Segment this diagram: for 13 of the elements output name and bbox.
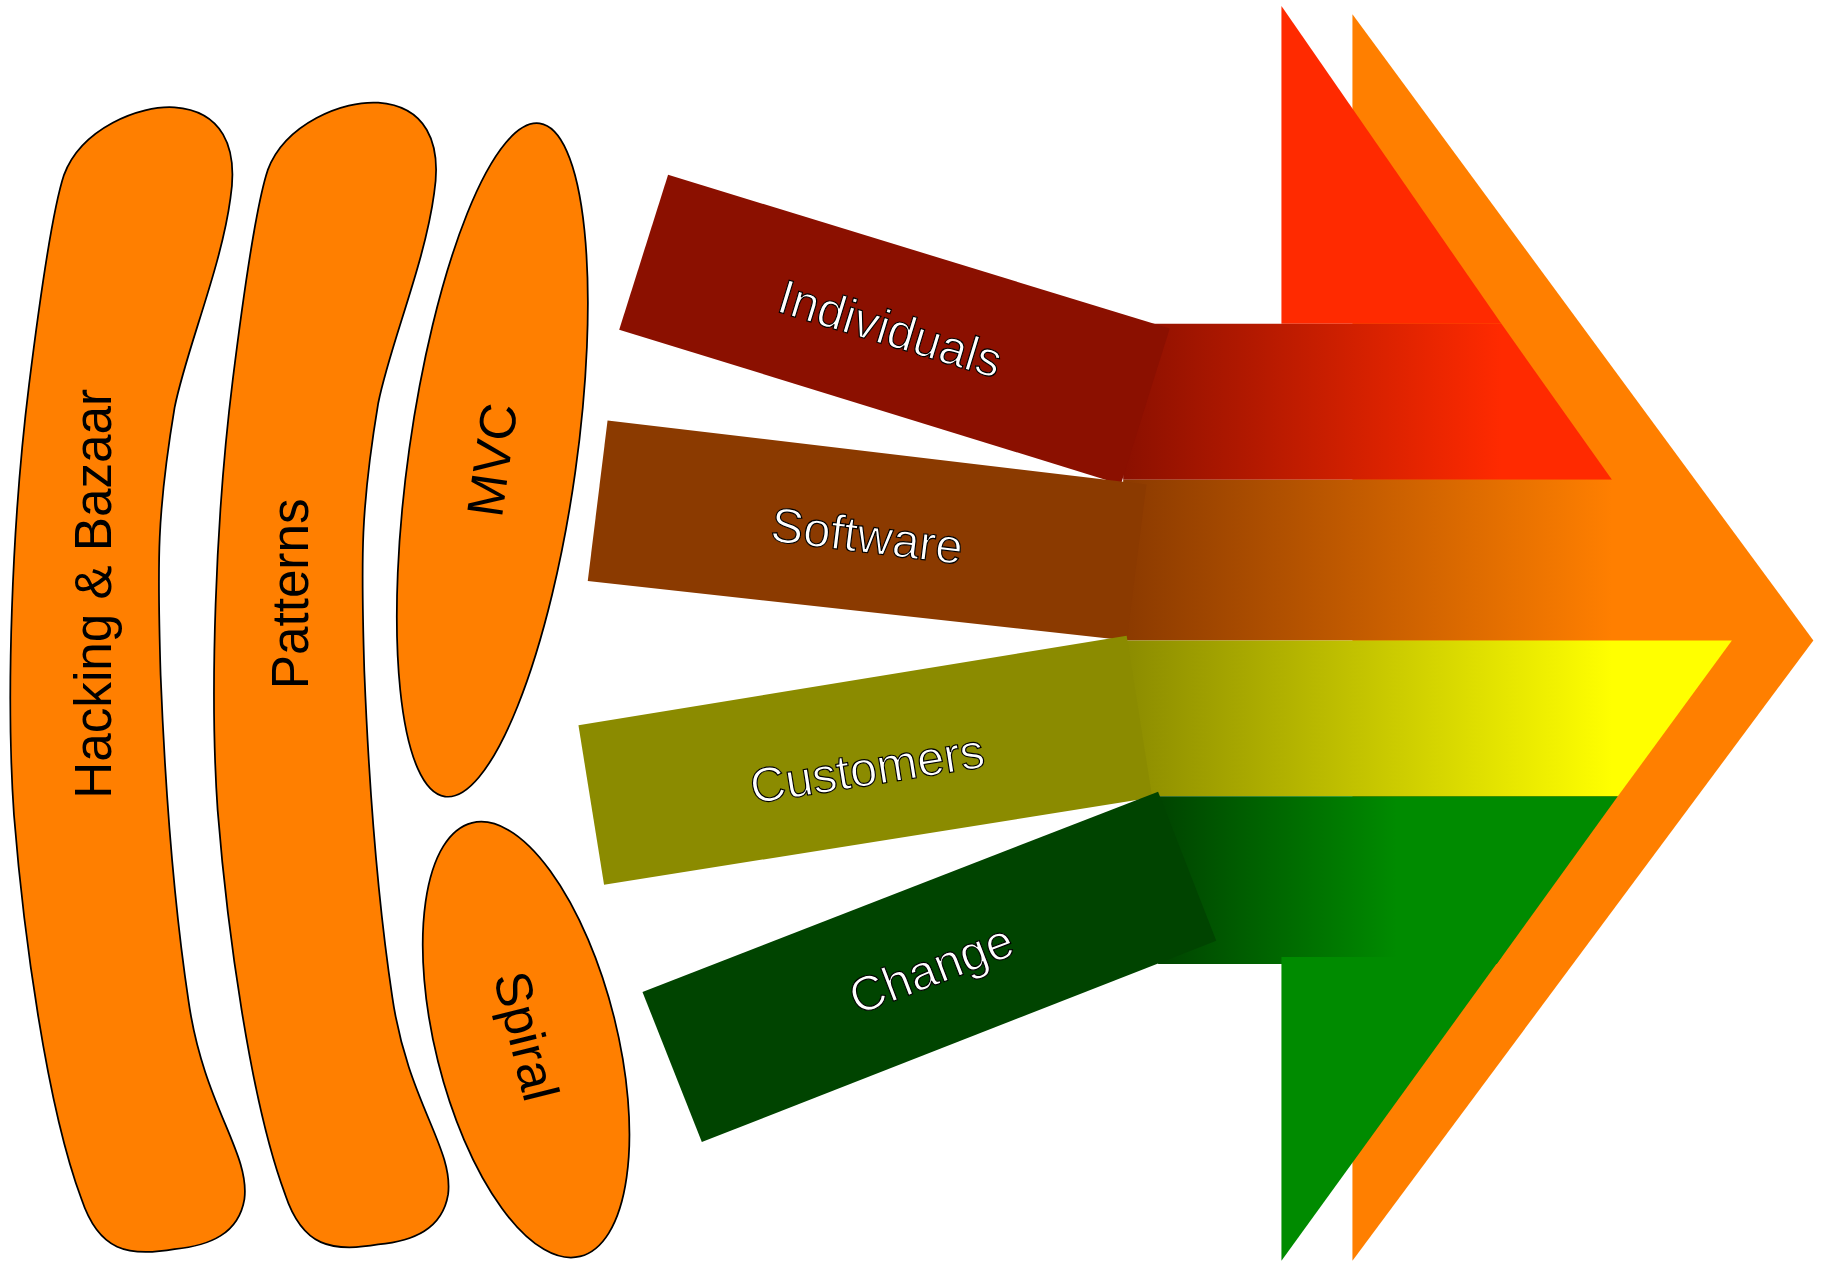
blob-shape [213, 101, 450, 1249]
ellipse-shape [395, 122, 589, 798]
ellipse-shape [421, 820, 631, 1259]
blob-shape [9, 106, 246, 1253]
band-shape [578, 635, 1153, 885]
node-label: Hacking & Bazaar [64, 388, 122, 799]
node-label: Spiral [482, 965, 570, 1107]
node-label: MVC [456, 399, 529, 521]
node-label: Customers [746, 723, 989, 814]
node-label: Change [841, 912, 1021, 1025]
node-label: Patterns [262, 498, 320, 690]
node-label: Software [768, 497, 967, 575]
band-shape [587, 420, 1147, 641]
